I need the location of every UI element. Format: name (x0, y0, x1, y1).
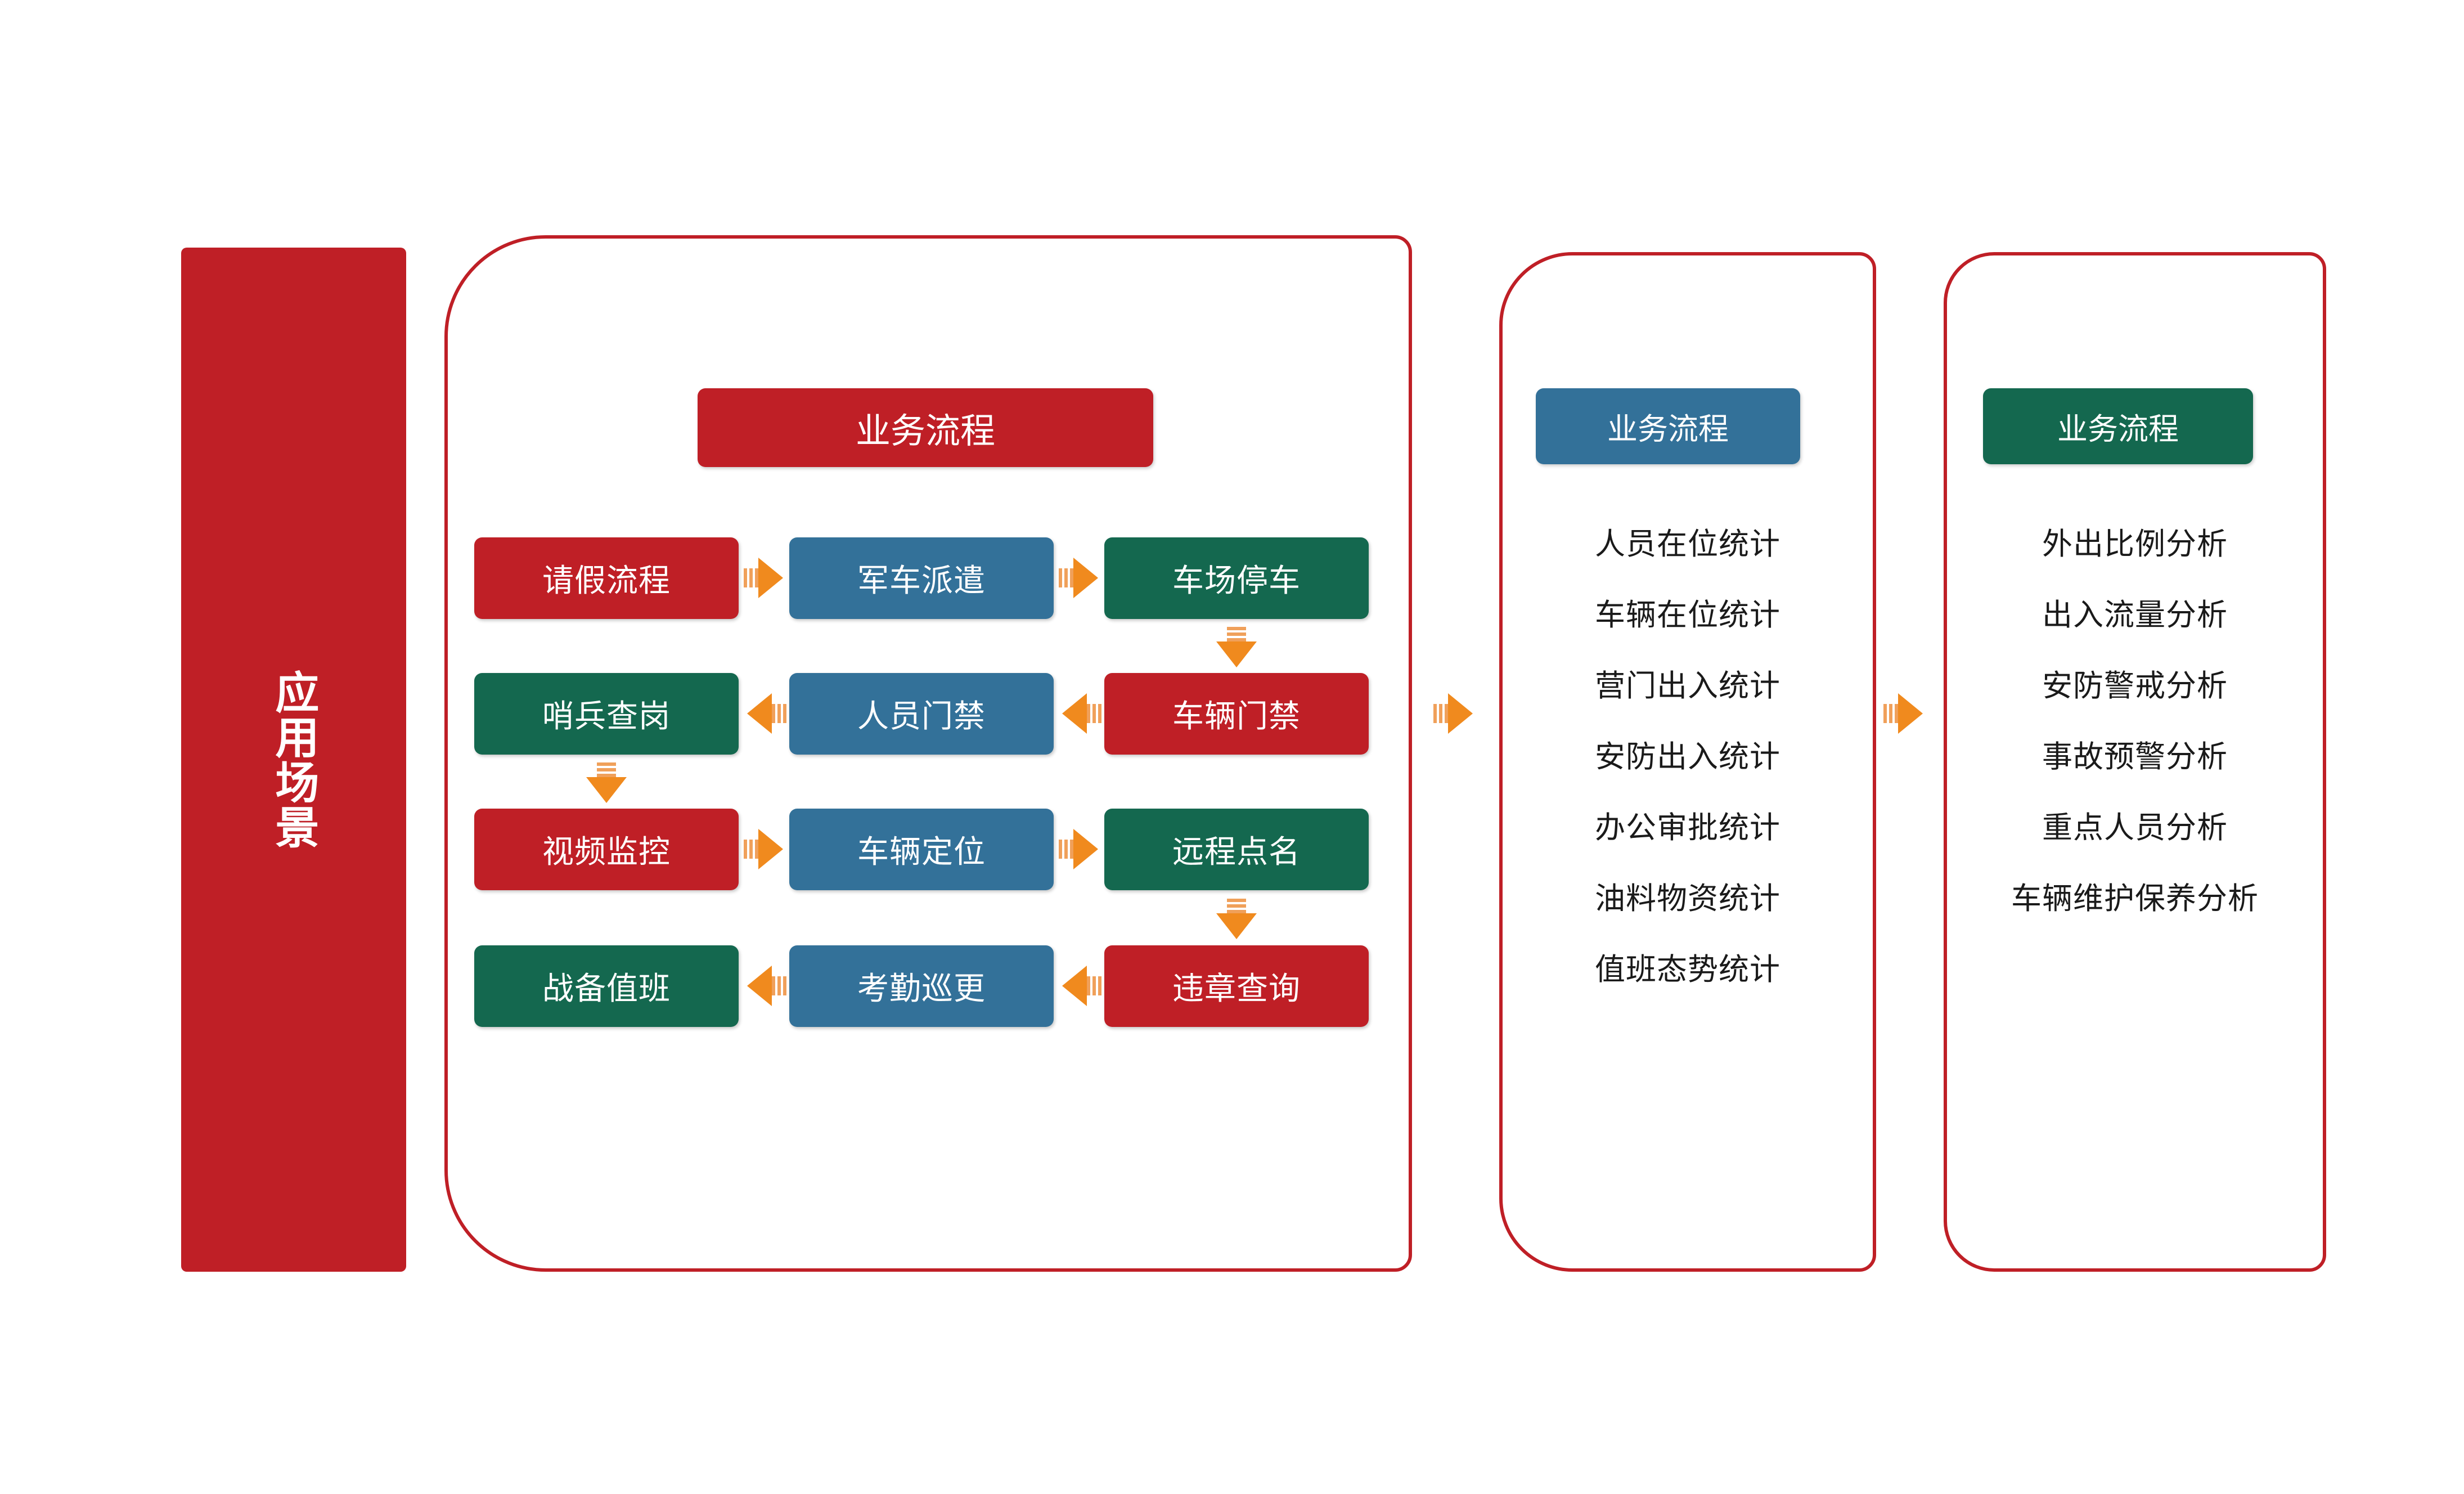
arrow-right-icon (744, 558, 786, 598)
flow-box-military-vehicle-dispatch[interactable]: 军车派遣 (789, 537, 1054, 619)
list-item[interactable]: 值班态势统计 (1595, 953, 1780, 986)
arrow-head (1898, 693, 1923, 734)
flow-box-vehicle-positioning[interactable]: 车辆定位 (789, 809, 1054, 890)
list-item[interactable]: 安防警戒分析 (2042, 669, 2228, 703)
flow-box-combat-readiness-duty[interactable]: 战备值班 (474, 945, 739, 1027)
flow-box-sentry-post-check[interactable]: 哨兵查岗 (474, 673, 739, 755)
application-scenario-bar: 应用场景 (181, 248, 406, 1272)
flow-box-parking-lot[interactable]: 车场停车 (1104, 537, 1369, 619)
analysis-panel-title: 业务流程 (1983, 388, 2253, 464)
arrow-left-icon (744, 693, 786, 734)
arrow-head (1062, 693, 1087, 734)
list-item[interactable]: 车辆在位统计 (1595, 598, 1780, 632)
flow-box-violation-inquiry[interactable]: 违章查询 (1104, 945, 1369, 1027)
arrow-left-icon (744, 966, 786, 1006)
arrow-tail (1227, 899, 1246, 913)
arrow-right-icon (744, 829, 786, 869)
arrow-tail (1087, 976, 1101, 995)
arrow-left-icon (1059, 966, 1101, 1006)
application-scenario-label: 应用场景 (269, 670, 319, 850)
list-item[interactable]: 人员在位统计 (1595, 527, 1780, 561)
arrow-tail (744, 568, 758, 587)
arrow-head (586, 777, 627, 803)
arrow-tail (1883, 704, 1898, 723)
list-item[interactable]: 重点人员分析 (2042, 811, 2228, 845)
flow-box-remote-roll-call[interactable]: 远程点名 (1104, 809, 1369, 890)
list-item[interactable]: 办公审批统计 (1595, 811, 1780, 845)
flow-box-personnel-access-control[interactable]: 人员门禁 (789, 673, 1054, 755)
arrow-head (1216, 641, 1257, 667)
statistics-list: 人员在位统计 车辆在位统计 营门出入统计 安防出入统计 办公审批统计 油料物资统… (1499, 529, 1876, 1025)
arrow-head (758, 558, 783, 598)
flow-box-attendance-patrol[interactable]: 考勤巡更 (789, 945, 1054, 1027)
flow-box-leave-process[interactable]: 请假流程 (474, 537, 739, 619)
list-item[interactable]: 出入流量分析 (2042, 598, 2228, 632)
arrow-head (1216, 913, 1257, 939)
list-item[interactable]: 营门出入统计 (1595, 669, 1780, 703)
list-item[interactable]: 安防出入统计 (1595, 740, 1780, 774)
flow-box-video-surveillance[interactable]: 视频监控 (474, 809, 739, 890)
arrow-left-icon (1059, 693, 1101, 734)
arrow-head (1448, 693, 1473, 734)
arrow-down-icon (1216, 899, 1257, 943)
list-item[interactable]: 油料物资统计 (1595, 882, 1780, 916)
arrow-tail (772, 704, 786, 723)
arrow-tail (1087, 704, 1101, 723)
list-item[interactable]: 外出比例分析 (2042, 527, 2228, 561)
arrow-tail (597, 762, 616, 777)
arrow-right-icon (1059, 829, 1101, 869)
arrow-down-icon (1216, 627, 1257, 671)
list-item[interactable]: 事故预警分析 (2042, 740, 2228, 774)
arrow-head (1073, 829, 1098, 869)
arrow-tail (1227, 627, 1246, 641)
arrow-head (747, 693, 772, 734)
arrow-right-icon (1059, 558, 1101, 598)
arrow-tail (772, 976, 786, 995)
arrow-down-icon (586, 762, 627, 806)
arrow-tail (1433, 704, 1448, 723)
business-flow-panel-title: 业务流程 (698, 388, 1153, 467)
arrow-head (747, 966, 772, 1006)
analysis-list: 外出比例分析 出入流量分析 安防警戒分析 事故预警分析 重点人员分析 车辆维护保… (1944, 529, 2326, 954)
arrow-right-icon (1433, 693, 1476, 734)
arrow-tail (1059, 840, 1073, 859)
statistics-panel-title: 业务流程 (1536, 388, 1800, 464)
arrow-head (1062, 966, 1087, 1006)
arrow-tail (1059, 568, 1073, 587)
arrow-tail (744, 840, 758, 859)
list-item[interactable]: 车辆维护保养分析 (2011, 882, 2259, 916)
flow-box-vehicle-access-control[interactable]: 车辆门禁 (1104, 673, 1369, 755)
arrow-right-icon (1883, 693, 1926, 734)
arrow-head (1073, 558, 1098, 598)
arrow-head (758, 829, 783, 869)
